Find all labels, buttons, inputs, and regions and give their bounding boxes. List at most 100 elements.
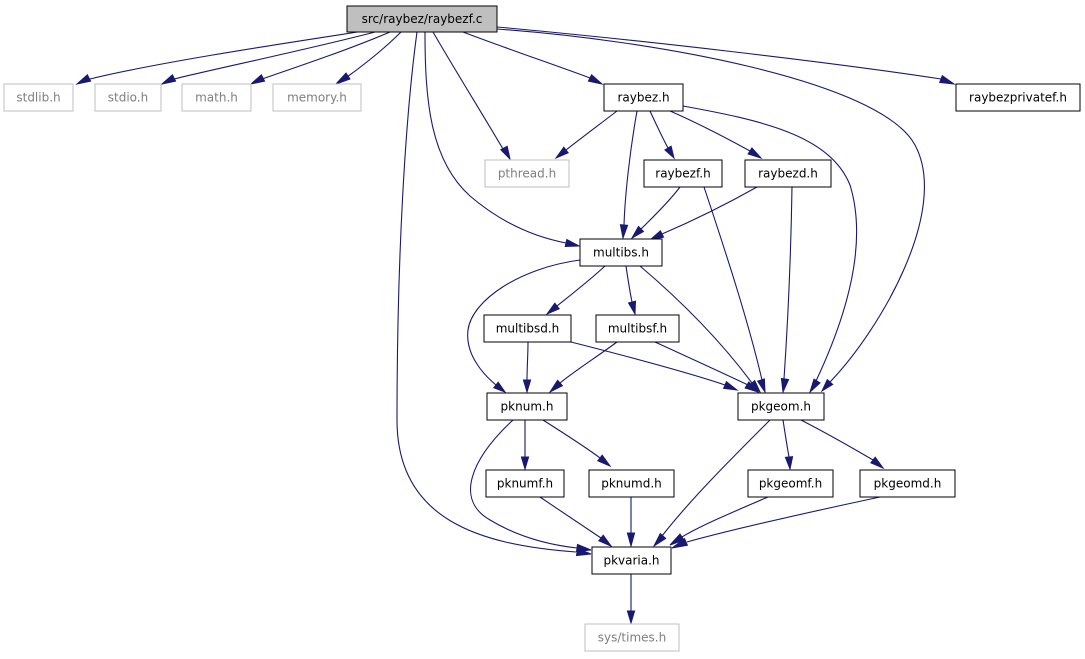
edge-multibs-to-pknum xyxy=(467,259,581,394)
edge-line xyxy=(496,28,925,383)
node-box xyxy=(3,83,74,112)
edge-line xyxy=(640,186,681,230)
node-label: raybezprivatef.h xyxy=(969,91,1067,105)
node-label: multibs.h xyxy=(593,246,649,260)
node-label: pkvaria.h xyxy=(603,554,659,568)
node-label: stdlib.h xyxy=(16,91,60,105)
node-raybezprivatef[interactable]: raybezprivatef.h xyxy=(955,83,1081,112)
node-box xyxy=(485,469,565,498)
edge-line xyxy=(661,186,758,235)
edge-line xyxy=(89,30,365,80)
node-math: math.h xyxy=(181,83,252,112)
edge-line xyxy=(470,419,578,549)
edge-arrowhead xyxy=(756,378,766,394)
edge-multibs-to-multibsd xyxy=(545,265,606,316)
edge-arrowhead xyxy=(575,543,592,553)
edge-raybez-to-pkgeom xyxy=(682,105,857,394)
edge-arrowhead xyxy=(335,72,351,85)
node-box xyxy=(484,159,570,188)
node-pkgeomd[interactable]: pkgeomd.h xyxy=(859,469,956,498)
edge-raybez-to-raybezf xyxy=(649,110,675,160)
edge-arrowhead xyxy=(564,238,581,248)
edge-pknumf-to-pkvaria xyxy=(539,496,613,548)
node-label: raybezd.h xyxy=(758,167,818,181)
edge-pkgeom-to-pkvaria xyxy=(652,419,771,548)
edge-multibsf-to-pkgeom xyxy=(654,341,760,394)
edge-raybez-to-multibs xyxy=(619,110,638,240)
node-multibs[interactable]: multibs.h xyxy=(579,238,663,267)
node-pknum[interactable]: pknum.h xyxy=(486,392,568,421)
node-memory: memory.h xyxy=(272,83,362,112)
node-multibsd[interactable]: multibsd.h xyxy=(483,314,572,343)
edge-arrowhead xyxy=(548,379,564,394)
edge-pknum-to-pknumd xyxy=(542,419,612,468)
node-label: stdio.h xyxy=(108,91,148,105)
edge-arrowhead xyxy=(587,73,604,85)
node-raybezf[interactable]: raybezf.h xyxy=(643,159,723,188)
node-box xyxy=(272,83,362,112)
node-box xyxy=(483,314,572,343)
node-raybez[interactable]: raybez.h xyxy=(603,83,684,112)
edge-arrowhead xyxy=(808,378,821,394)
node-box xyxy=(955,83,1081,112)
edge-raybezd-to-pkgeom xyxy=(780,186,793,394)
edge-line xyxy=(570,341,726,386)
edge-line xyxy=(559,341,618,384)
node-label: pknumf.h xyxy=(497,477,553,491)
edge-root-to-stdio xyxy=(160,31,376,85)
edge-root-to-raybez xyxy=(462,31,604,85)
node-multibsf[interactable]: multibsf.h xyxy=(595,314,680,343)
node-pkvaria[interactable]: pkvaria.h xyxy=(591,546,672,575)
node-label: raybezf.h xyxy=(655,167,710,181)
edge-line xyxy=(526,341,529,381)
node-label: pthread.h xyxy=(498,167,556,181)
edge-line xyxy=(539,496,602,539)
edge-pkvaria-to-systimes xyxy=(626,573,636,625)
edge-arrowhead xyxy=(626,610,636,625)
node-stdlib: stdlib.h xyxy=(3,83,74,112)
node-box xyxy=(486,392,568,421)
edge-arrowhead xyxy=(780,377,790,394)
node-pkgeom[interactable]: pkgeom.h xyxy=(737,392,825,421)
node-pknumd[interactable]: pknumd.h xyxy=(588,469,675,498)
edge-raybezd-to-multibs xyxy=(648,186,758,241)
edge-line xyxy=(661,419,771,537)
node-pthread: pthread.h xyxy=(484,159,570,188)
node-raybezd[interactable]: raybezd.h xyxy=(744,159,832,188)
node-box xyxy=(346,5,498,33)
edge-raybez-to-pthread xyxy=(554,110,618,160)
edge-arrowhead xyxy=(492,381,507,394)
node-pkgeomf[interactable]: pkgeomf.h xyxy=(747,469,834,498)
node-systimes: sys/times.h xyxy=(584,623,680,652)
edge-line xyxy=(565,110,618,151)
edge-line xyxy=(396,31,577,553)
edge-pknum-to-pknumf xyxy=(520,420,530,471)
edge-line xyxy=(669,110,751,152)
edge-root-to-raybezprivatef xyxy=(496,26,956,85)
edge-arrowhead xyxy=(545,302,560,316)
node-box xyxy=(737,392,825,421)
edge-line xyxy=(623,110,638,226)
edge-arrowhead xyxy=(722,380,739,391)
node-box xyxy=(859,469,956,498)
edge-pknumd-to-pkvaria xyxy=(626,496,636,548)
node-label: sys/times.h xyxy=(598,631,666,645)
edge-arrowhead xyxy=(652,532,667,548)
node-label: memory.h xyxy=(287,91,347,105)
edge-line xyxy=(556,265,606,307)
node-root[interactable]: src/raybez/raybezf.c xyxy=(346,5,498,33)
edges-layer xyxy=(75,26,956,625)
edge-line xyxy=(625,265,633,303)
edge-pkgeomd-to-pkvaria xyxy=(671,496,881,549)
edge-line xyxy=(649,110,669,149)
edge-line xyxy=(432,31,504,150)
node-label: pknumd.h xyxy=(601,477,662,491)
edge-raybezf-to-multibs xyxy=(630,186,681,240)
node-pknumf[interactable]: pknumf.h xyxy=(485,469,565,498)
edge-arrowhead xyxy=(522,379,532,394)
edge-line xyxy=(681,496,769,538)
node-label: src/raybez/raybezf.c xyxy=(362,12,483,26)
edge-arrowhead xyxy=(870,456,885,470)
node-box xyxy=(603,83,684,112)
